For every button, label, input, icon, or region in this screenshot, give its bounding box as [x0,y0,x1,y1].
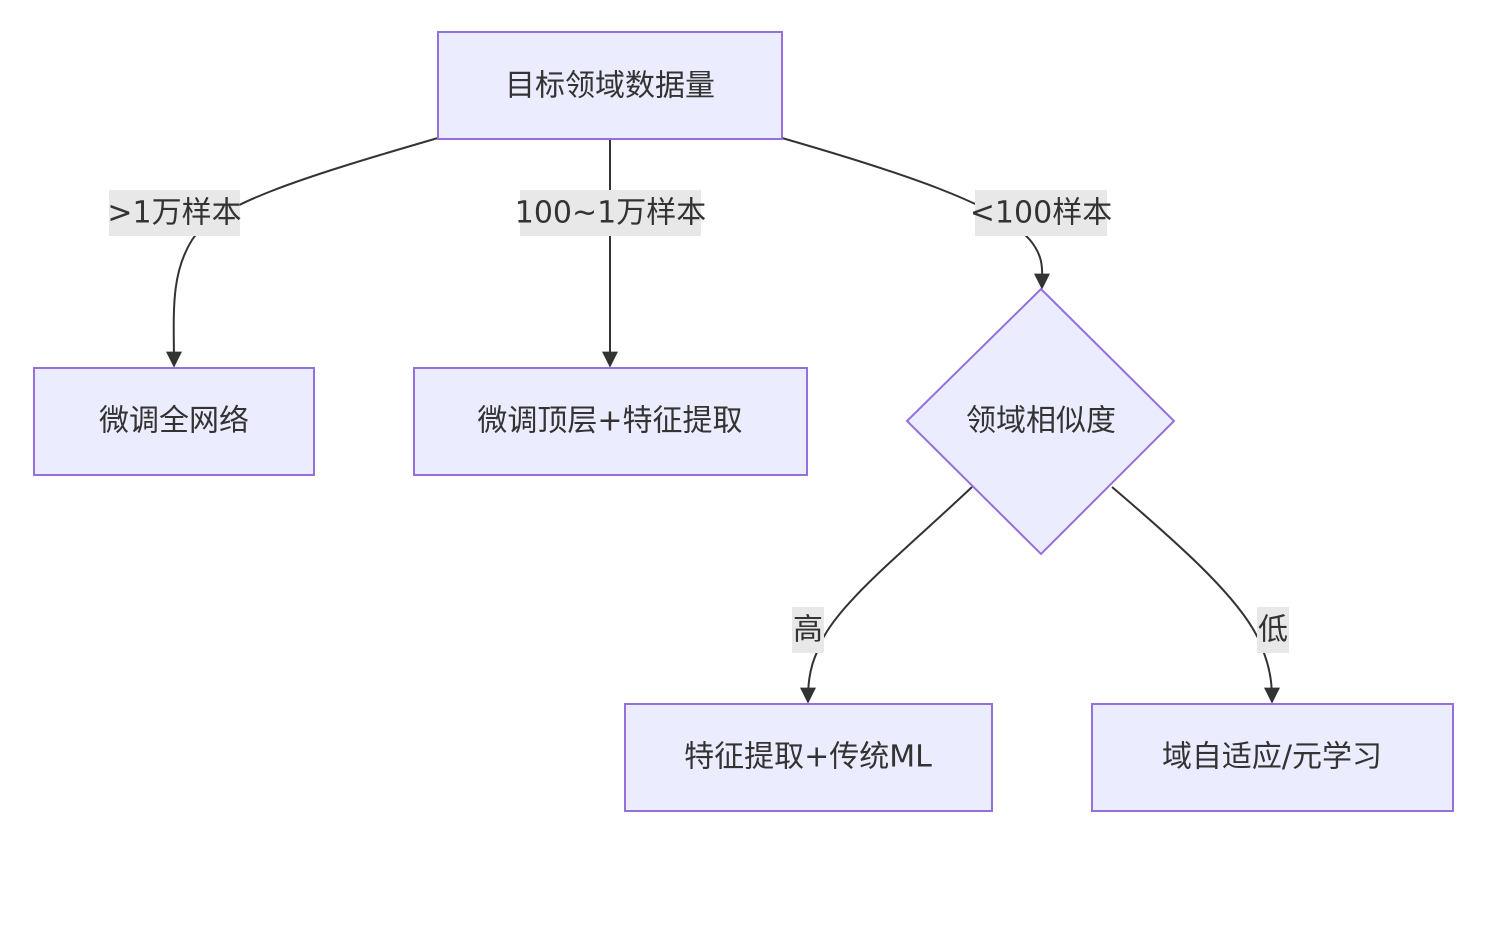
edge-labels: >1万样本 100~1万样本 <100样本 高 低 [107,190,1289,653]
edge-label-text: >1万样本 [107,196,241,231]
edge-label-text: 100~1万样本 [515,196,706,231]
edge-label-text: 低 [1258,613,1288,648]
node-finetune-full-network: 微调全网络 [33,367,315,476]
node-domain-adaptation-meta-learning: 域自适应/元学习 [1091,703,1454,812]
node-feature-extraction-traditional-ml: 特征提取+传统ML [624,703,993,812]
edge-root-to-full [165,137,439,368]
node-label: 目标领域数据量 [505,69,715,104]
nodes: 目标领域数据量 微调全网络 微调顶层+特征提取 领域相似度 特征提取+传统ML … [33,31,1454,812]
edge-label-low: 低 [1257,607,1289,653]
edge-label-text: <100样本 [970,196,1112,231]
edge-sim-to-ml [800,486,973,704]
node-label: 微调全网络 [99,404,249,439]
edge-sim-to-da [1111,486,1280,704]
edge-label-gt-10k: >1万样本 [107,190,242,236]
edge-label-text: 高 [793,613,823,648]
decision-domain-similarity: 领域相似度 [905,287,1176,556]
edge-label-100-to-10k: 100~1万样本 [515,190,706,236]
node-label: 微调顶层+特征提取 [477,404,742,439]
node-finetune-top-feature-extraction: 微调顶层+特征提取 [413,367,808,476]
edge-label-lt-100: <100样本 [970,190,1112,236]
node-label: 特征提取+传统ML [684,740,932,775]
node-label: 域自适应/元学习 [1162,740,1382,775]
node-label: 领域相似度 [966,404,1116,439]
edge-label-high: 高 [792,607,824,653]
node-target-data-volume: 目标领域数据量 [437,31,783,140]
